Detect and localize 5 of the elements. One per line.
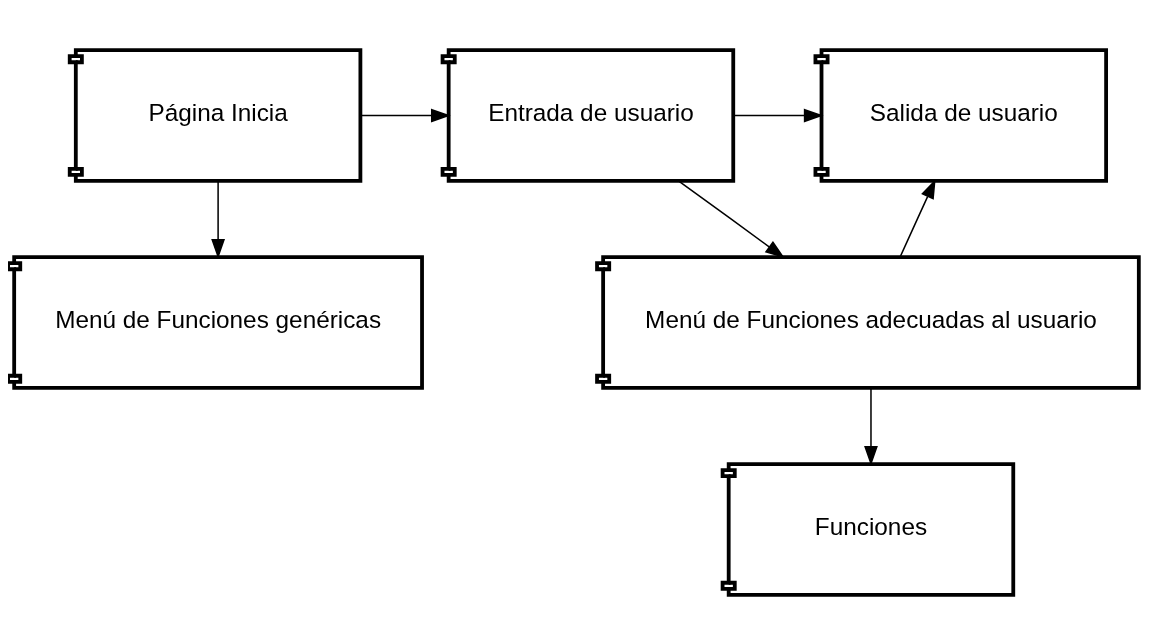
arrow — [678, 179, 785, 258]
arrow — [732, 108, 824, 122]
arrow — [360, 108, 451, 122]
arrow — [211, 179, 226, 259]
arrow — [864, 386, 878, 466]
